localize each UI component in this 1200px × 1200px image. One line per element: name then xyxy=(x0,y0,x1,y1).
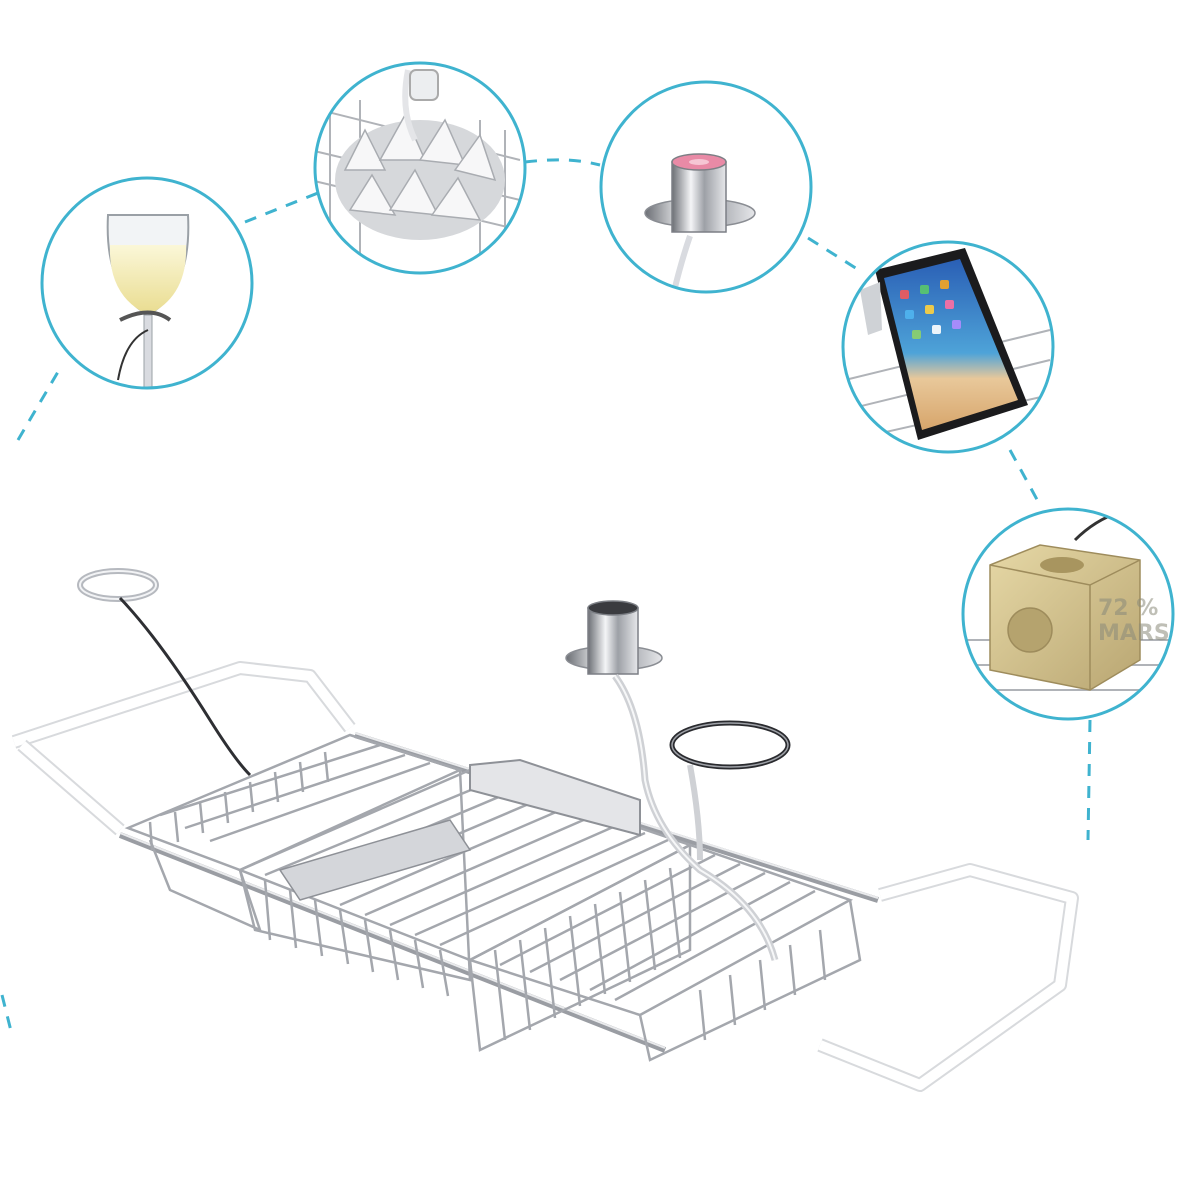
left-wire-basket xyxy=(124,733,472,997)
tablet-stand-callout xyxy=(841,240,1055,454)
right-extension-arm xyxy=(817,863,1079,1092)
bathtub-caddy xyxy=(11,568,1079,1092)
dashed-connector xyxy=(0,158,1092,1036)
center-clamp xyxy=(469,758,641,837)
glass-ring-holder xyxy=(669,720,791,861)
candle-cup-holder xyxy=(565,600,779,961)
candle-icon xyxy=(644,153,756,292)
wine-glass-icon xyxy=(106,214,190,388)
right-wire-basket xyxy=(466,843,862,1062)
soap-stamp-line2: MARS xyxy=(1098,621,1170,646)
soap-icon: 72 % MARS xyxy=(965,510,1173,691)
wine-glass-holder-callout xyxy=(40,176,254,390)
candle-cup-holder-callout xyxy=(599,80,813,294)
sponge-icon xyxy=(315,69,521,265)
soap-stamp-line1: 72 % xyxy=(1098,596,1158,621)
tablet-icon xyxy=(844,248,1051,441)
wine-glass-ring xyxy=(77,568,252,777)
soap-tray-callout: 72 % MARS xyxy=(961,507,1175,721)
sponge-basket-callout xyxy=(313,61,527,275)
